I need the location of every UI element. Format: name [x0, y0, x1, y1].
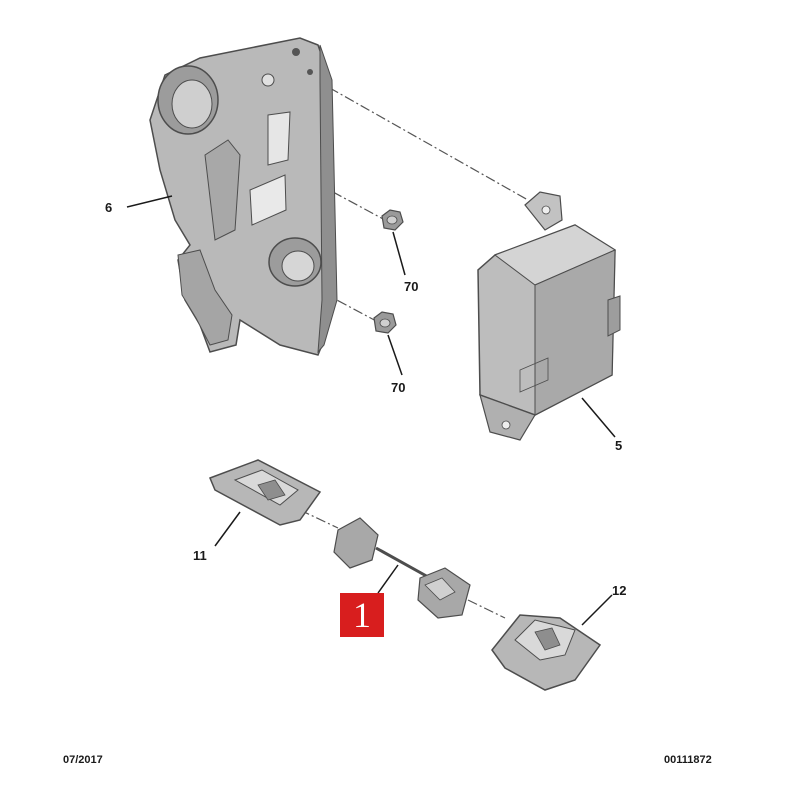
bracket-part — [149, 37, 338, 356]
assembly-line-module — [297, 69, 529, 201]
callout-cover-left: 11 — [193, 548, 207, 563]
cover-right-part — [491, 614, 602, 691]
callout-module: 5 — [615, 438, 623, 453]
module-part — [477, 191, 621, 441]
nut-upper-part — [381, 209, 404, 231]
leader-nut-lower — [387, 334, 403, 376]
leader-cover-left — [214, 511, 241, 547]
assembly-line-cover-left — [299, 509, 339, 529]
nut-lower-part — [373, 311, 397, 334]
cover-left-part — [209, 459, 322, 526]
leader-lines — [126, 195, 616, 626]
harness-highlight-label: 1 — [340, 593, 384, 637]
harness-wire — [375, 546, 431, 580]
footer-date: 07/2017 — [63, 754, 103, 766]
leader-nut-upper — [392, 231, 406, 276]
leader-module — [581, 397, 616, 438]
callout-bracket: 6 — [105, 200, 113, 215]
footer-reference: 00111872 — [664, 754, 712, 766]
leader-harness — [377, 564, 399, 594]
callout-nut-upper: 70 — [404, 279, 419, 294]
callout-cover-right: 12 — [612, 583, 627, 598]
leader-cover-right — [581, 594, 613, 626]
callout-nut-lower: 70 — [391, 380, 406, 395]
assembly-line-cover-right — [467, 599, 506, 619]
leader-bracket — [126, 195, 173, 208]
harness-part — [333, 517, 471, 619]
